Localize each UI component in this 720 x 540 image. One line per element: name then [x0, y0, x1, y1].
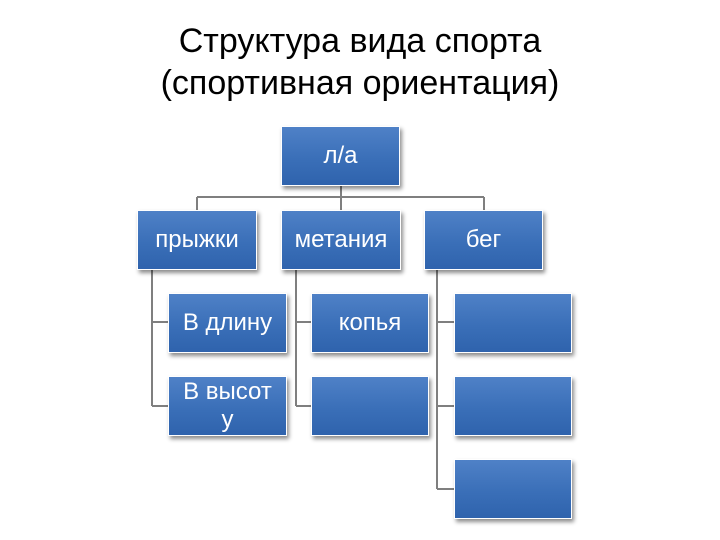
node-running-child-2 — [454, 376, 572, 436]
node-branch-throws: метания — [281, 210, 401, 270]
title-line-1: Структура вида спорта — [178, 22, 542, 60]
node-root: л/а — [281, 126, 400, 186]
connector-branch-2-children — [295, 270, 311, 407]
node-jumps-child-1: В длину — [168, 293, 287, 353]
node-running-child-3 — [454, 459, 572, 519]
node-running-child-1 — [454, 293, 572, 353]
slide-title: Структура вида спорта (спортивная ориент… — [0, 20, 720, 104]
node-throws-child-2 — [311, 376, 429, 436]
node-throws-child-1: копья — [311, 293, 429, 353]
connector-branch-3-children — [436, 270, 454, 490]
node-jumps-child-2: В высоту — [168, 376, 287, 436]
title-line-2: (спортивная ориентация) — [160, 64, 560, 102]
node-branch-running: бег — [424, 210, 543, 270]
connector-branch-1-children — [151, 270, 168, 407]
node-branch-jumps: прыжки — [137, 210, 257, 270]
